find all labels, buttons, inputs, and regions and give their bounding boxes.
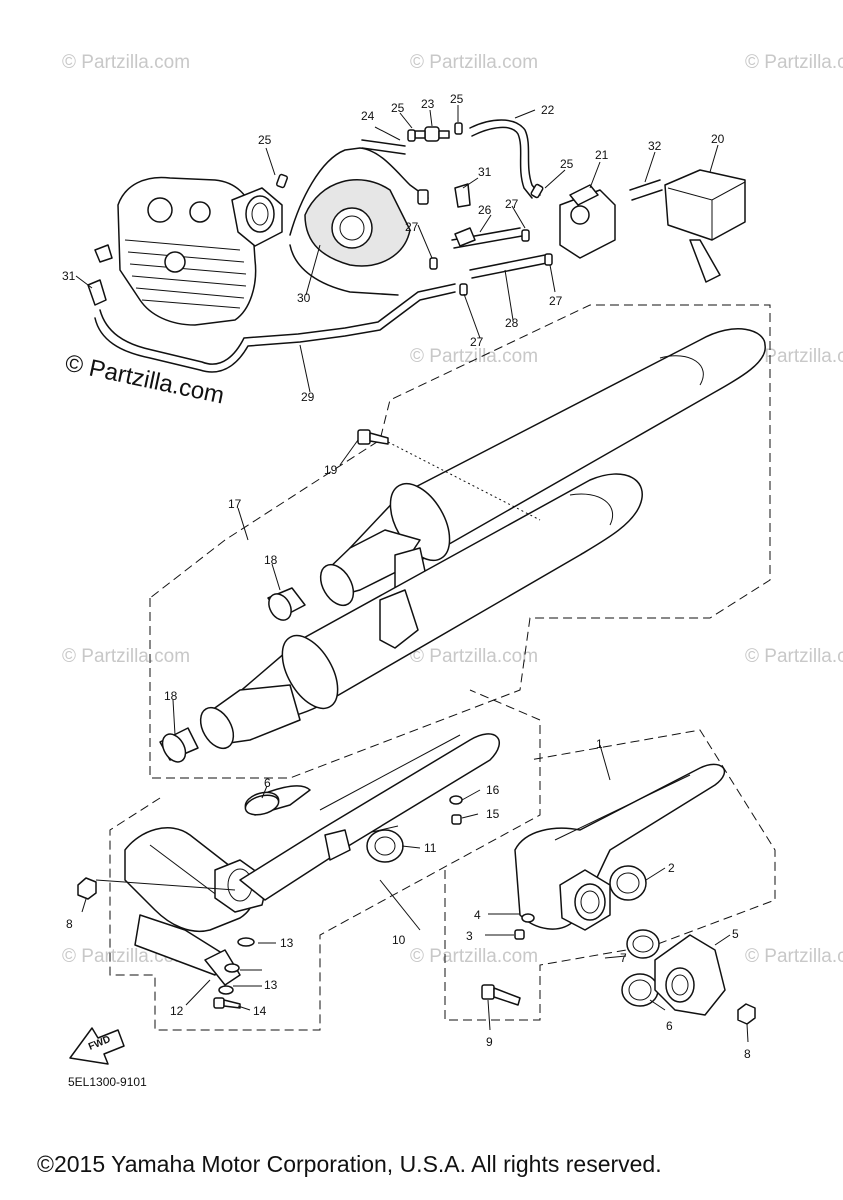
callout-26: 26 (478, 203, 492, 217)
callout-19: 19 (324, 463, 338, 477)
callout-9: 9 (486, 1035, 493, 1049)
callout-13: 13 (264, 978, 278, 992)
callout-2: 2 (668, 861, 675, 875)
callout-3: 3 (466, 929, 473, 943)
callout-24: 24 (361, 109, 375, 123)
callout-18: 18 (264, 553, 278, 567)
copyright-notice: ©2015 Yamaha Motor Corporation, U.S.A. A… (37, 1151, 662, 1177)
exhaust-pipe-right (481, 763, 756, 1025)
hose-clamps (276, 122, 553, 296)
callout-25: 25 (258, 133, 272, 147)
callout-17: 17 (228, 497, 242, 511)
callout-10: 10 (392, 933, 406, 947)
callout-15: 15 (486, 807, 500, 821)
air-induction-system (87, 119, 746, 373)
callout-16: 16 (486, 783, 500, 797)
callout-4: 4 (474, 908, 481, 922)
watermark: © Partzilla.com (745, 946, 843, 967)
watermark: © Partzilla.com (410, 646, 538, 667)
callout-25: 25 (450, 92, 464, 106)
callout-6: 6 (264, 776, 271, 790)
callout-6: 6 (666, 1019, 673, 1033)
watermark: © Partzilla.com (62, 646, 190, 667)
exhaust-pipe-left (77, 733, 500, 1009)
engine-cylinder-head (94, 176, 283, 326)
callout-29: 29 (301, 390, 315, 404)
callout-31: 31 (478, 165, 492, 179)
callout-21: 21 (595, 148, 609, 162)
watermark-prominent: © Partzilla.com (63, 349, 227, 409)
callout-14: 14 (253, 1004, 267, 1018)
muffler-lower (199, 473, 643, 750)
watermark: © Partzilla.com (62, 52, 190, 73)
callout-28: 28 (505, 316, 519, 330)
callout-7: 7 (620, 951, 627, 965)
callout-12: 12 (170, 1004, 184, 1018)
callout-8: 8 (744, 1047, 751, 1061)
callout-20: 20 (711, 132, 725, 146)
diagram-code: 5EL1300-9101 (68, 1075, 147, 1089)
watermark: © Partzilla.com (745, 52, 843, 73)
fwd-arrow: FWD (69, 1027, 125, 1065)
callout-31: 31 (62, 269, 76, 283)
callout-27: 27 (505, 197, 519, 211)
muffler-upper (319, 328, 766, 607)
callout-8: 8 (66, 917, 73, 931)
watermark: © Partzilla.com (410, 346, 538, 367)
callout-27: 27 (405, 220, 419, 234)
watermark: © Partzilla.com (745, 646, 843, 667)
callout-27: 27 (549, 294, 563, 308)
callout-25: 25 (391, 101, 405, 115)
callout-22: 22 (541, 103, 555, 117)
callout-32: 32 (648, 139, 662, 153)
callout-11: 11 (424, 841, 437, 855)
watermark: © Partzilla.com (410, 52, 538, 73)
callout-30: 30 (297, 291, 311, 305)
callout-5: 5 (732, 927, 739, 941)
callout-18: 18 (164, 689, 178, 703)
watermark: © Partzilla.com (410, 946, 538, 967)
callout-23: 23 (421, 97, 435, 111)
gaskets-18 (159, 587, 306, 763)
bolt-19 (357, 429, 389, 445)
callout-13: 13 (280, 936, 294, 950)
callout-27: 27 (470, 335, 484, 349)
callout-labels: 1 2 3 4 5 6 6 7 8 8 9 10 11 12 13 13 14 … (62, 92, 751, 1061)
callout-1: 1 (596, 737, 603, 751)
leader-lines (75, 105, 749, 1043)
callout-25: 25 (560, 157, 574, 171)
